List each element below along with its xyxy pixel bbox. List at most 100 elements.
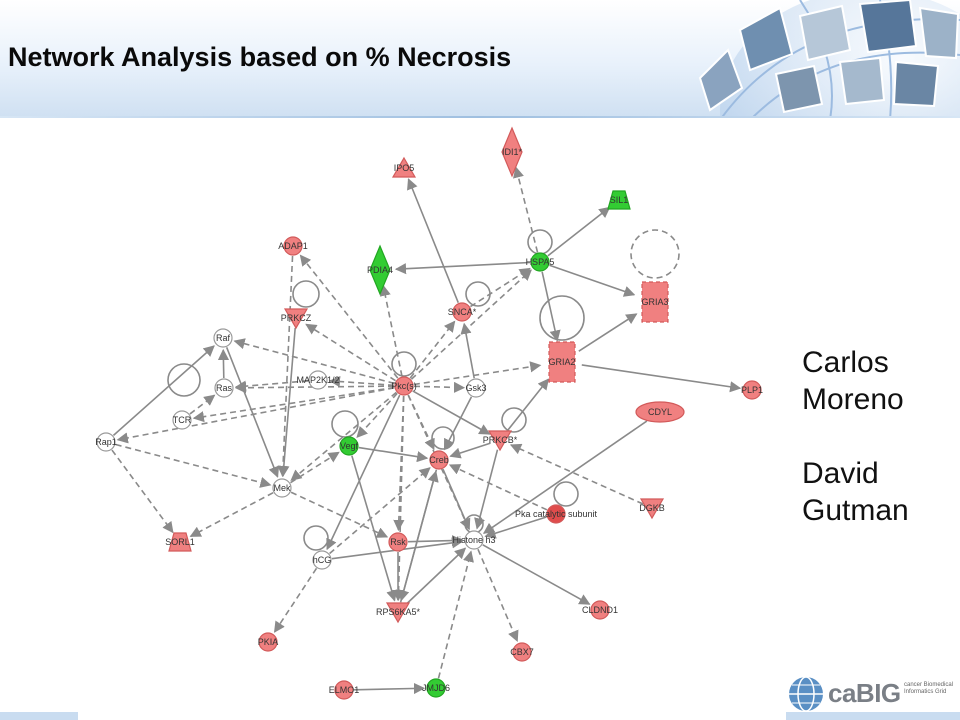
node-label: GRIA2 xyxy=(548,357,575,367)
edge-HSPA5-GRIA2 xyxy=(541,271,561,342)
node-Rap1: Rap1 xyxy=(95,432,117,452)
edge-SNCA-IPO5 xyxy=(407,178,460,304)
node-SORL1: SORL1 xyxy=(165,532,195,552)
self-loop-Vegf xyxy=(331,410,359,438)
edge-Pkcs-RPS6KA5 xyxy=(392,395,405,602)
author-list: Carlos Moreno David Gutman xyxy=(802,344,952,529)
node-shape xyxy=(391,156,417,178)
edge-GRIA2-GRIA3 xyxy=(578,313,638,352)
node-label: RPS6KA5* xyxy=(376,607,421,617)
edge-RPS6KA5-HistoneH3 xyxy=(404,547,467,606)
node-label: Rap1 xyxy=(95,437,117,447)
node-PRKCB: PRKCB* xyxy=(483,430,518,452)
globe-photo-collage xyxy=(698,0,960,118)
node-shape xyxy=(607,190,631,210)
node-Rsk: Rsk xyxy=(388,532,408,552)
node-shape xyxy=(334,680,354,700)
node-label: PRKCB* xyxy=(483,435,518,445)
node-Mek: Mek xyxy=(272,478,292,498)
node-label: PRKCZ xyxy=(281,313,312,323)
node-label: Rsk xyxy=(390,537,406,547)
node-HSPA5: HSPA5 xyxy=(526,252,554,272)
node-label: PDIA4 xyxy=(367,265,393,275)
self-loop-Pkcs xyxy=(391,351,417,377)
node-shape xyxy=(96,432,116,452)
edge-Pkcs-Raf xyxy=(233,338,395,385)
node-shape xyxy=(283,236,303,256)
node-shape xyxy=(487,430,513,452)
node-label: Vegf xyxy=(340,441,359,451)
slide-title: Network Analysis based on % Necrosis xyxy=(8,42,512,72)
node-Pkcs: Pkc(s) xyxy=(391,376,417,396)
node-shape xyxy=(639,498,665,520)
edge-HistoneH3-CBX7 xyxy=(477,548,519,642)
node-shape xyxy=(501,126,523,178)
edge-ADAP1-Mek xyxy=(277,255,294,478)
node-shape xyxy=(426,678,446,698)
self-loops-layer xyxy=(167,229,680,551)
edge-hCG-PKIA xyxy=(273,567,318,633)
edge-GRIA2-PLP1 xyxy=(581,364,742,393)
node-shape xyxy=(464,530,484,550)
node-shape xyxy=(429,450,449,470)
node-ELMO1: ELMO1 xyxy=(329,680,359,700)
node-IPO5: IPO5 xyxy=(391,156,417,178)
edge-Rap1-SORL1 xyxy=(111,449,174,534)
edge-Pkcs-PRKCZ xyxy=(305,323,396,382)
node-shape xyxy=(641,281,669,323)
self-loop-PRKCB xyxy=(501,407,527,433)
node-JMJD6: JMJD6 xyxy=(422,678,450,698)
network-diagram: IDI1*IPO5SIL1ADAP1PDIA4HSPA5GRIA3PRKCZSN… xyxy=(95,126,763,700)
node-SNCA: SNCA* xyxy=(448,302,477,322)
node-shape xyxy=(272,478,292,498)
edge-Mek-SORL1 xyxy=(189,491,274,538)
node-Ras: Ras xyxy=(214,378,234,398)
node-MAP2K12: MAP2K1/2 xyxy=(296,370,340,390)
node-shape xyxy=(512,642,532,662)
node-shape xyxy=(388,532,408,552)
header-rule xyxy=(0,116,960,118)
node-CLDND1: CLDND1 xyxy=(582,600,618,620)
node-label: SIL1 xyxy=(610,195,629,205)
node-shape xyxy=(312,550,332,570)
node-GRIA3: GRIA3 xyxy=(641,281,669,323)
author-line: Gutman xyxy=(802,494,909,527)
node-label: Pkc(s) xyxy=(391,381,417,391)
edge-Rap1-Raf xyxy=(112,345,215,436)
node-label: Pka catalytic subunit xyxy=(515,509,598,519)
edge-Pkcs-SNCA xyxy=(409,320,456,379)
self-loop-hCG xyxy=(303,525,329,551)
node-shape xyxy=(742,380,762,400)
edge-PRKCB-GRIA2 xyxy=(505,378,550,433)
edge-Pka-HistoneH3 xyxy=(484,516,547,539)
edge-Pkcs-Mek xyxy=(290,391,397,482)
node-HistoneH3: Histone h3 xyxy=(452,530,496,550)
self-loop-Creb xyxy=(431,426,455,450)
node-label: GRIA3 xyxy=(641,297,668,307)
node-TCR: TCR xyxy=(172,410,192,430)
node-label: hCG xyxy=(313,555,332,565)
edge-Vegf-Creb xyxy=(358,446,429,463)
globe-logo-icon xyxy=(789,676,823,712)
edges-layer xyxy=(111,166,742,695)
edge-Pkcs-TCR xyxy=(192,386,395,423)
self-loop-Pka xyxy=(553,481,579,507)
edge-PRKCZ-Mek xyxy=(278,327,296,478)
edge-Pkcs-Rap1 xyxy=(116,387,395,444)
author-spacer xyxy=(802,418,952,455)
node-Creb: Creb xyxy=(429,450,449,470)
node-hCG: hCG xyxy=(312,550,332,570)
node-label: CLDND1 xyxy=(582,605,618,615)
node-Pka: Pka catalytic subunit xyxy=(515,504,598,524)
edge-Pkcs-PDIA4 xyxy=(379,284,403,377)
edge-Mek-Vegf xyxy=(290,451,340,484)
self-loop-HSPA5 xyxy=(527,229,553,255)
node-PDIA4: PDIA4 xyxy=(367,244,393,296)
self-loop-GRIA2 xyxy=(539,295,585,341)
edge-PRKCB-HistoneH3 xyxy=(474,449,499,530)
node-shape xyxy=(546,504,566,524)
node-ADAP1: ADAP1 xyxy=(278,236,308,256)
node-PLP1: PLP1 xyxy=(741,380,763,400)
node-shape xyxy=(172,410,192,430)
edge-SNCA-HSPA5 xyxy=(469,267,531,308)
